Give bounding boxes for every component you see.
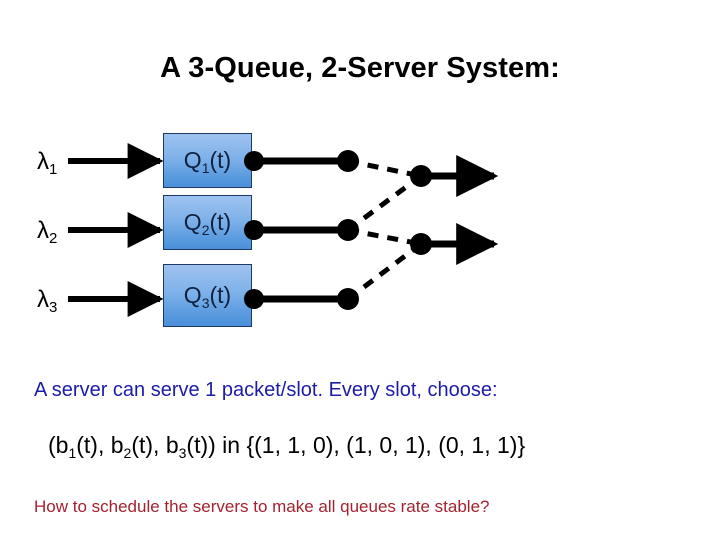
queue-box-1: Q1(t) [163,133,252,188]
branch-node-2 [337,219,359,241]
branch-node-1 [337,150,359,172]
server-node-2 [410,233,432,255]
queue-label-3: Q3(t) [183,282,232,311]
queue-label-1: Q1(t) [183,147,232,176]
assignment-link-q2-s2 [347,227,422,247]
queue-box-3: Q3(t) [163,264,252,327]
arrival-rate-label-1: λ1 [37,148,58,178]
assignment-link-q1-s1 [347,158,422,179]
server-rule-text: A server can serve 1 packet/slot. Every … [34,379,498,401]
page-title: A 3-Queue, 2-Server System: [160,52,560,84]
server-node-1 [410,165,432,187]
arrival-rate-label-3: λ3 [37,286,58,316]
arrival-rate-label-2: λ2 [37,217,58,247]
decision-set-text: (b1(t), b2(t), b3(t)) in {(1, 1, 0), (1,… [48,432,526,461]
assignment-link-q2-s1 [346,173,423,233]
queue-box-2: Q2(t) [163,195,252,250]
assignment-link-q3-s2 [346,242,423,301]
question-text: How to schedule the servers to make all … [34,497,490,516]
branch-node-3 [337,288,359,310]
queue-label-2: Q2(t) [183,209,232,238]
